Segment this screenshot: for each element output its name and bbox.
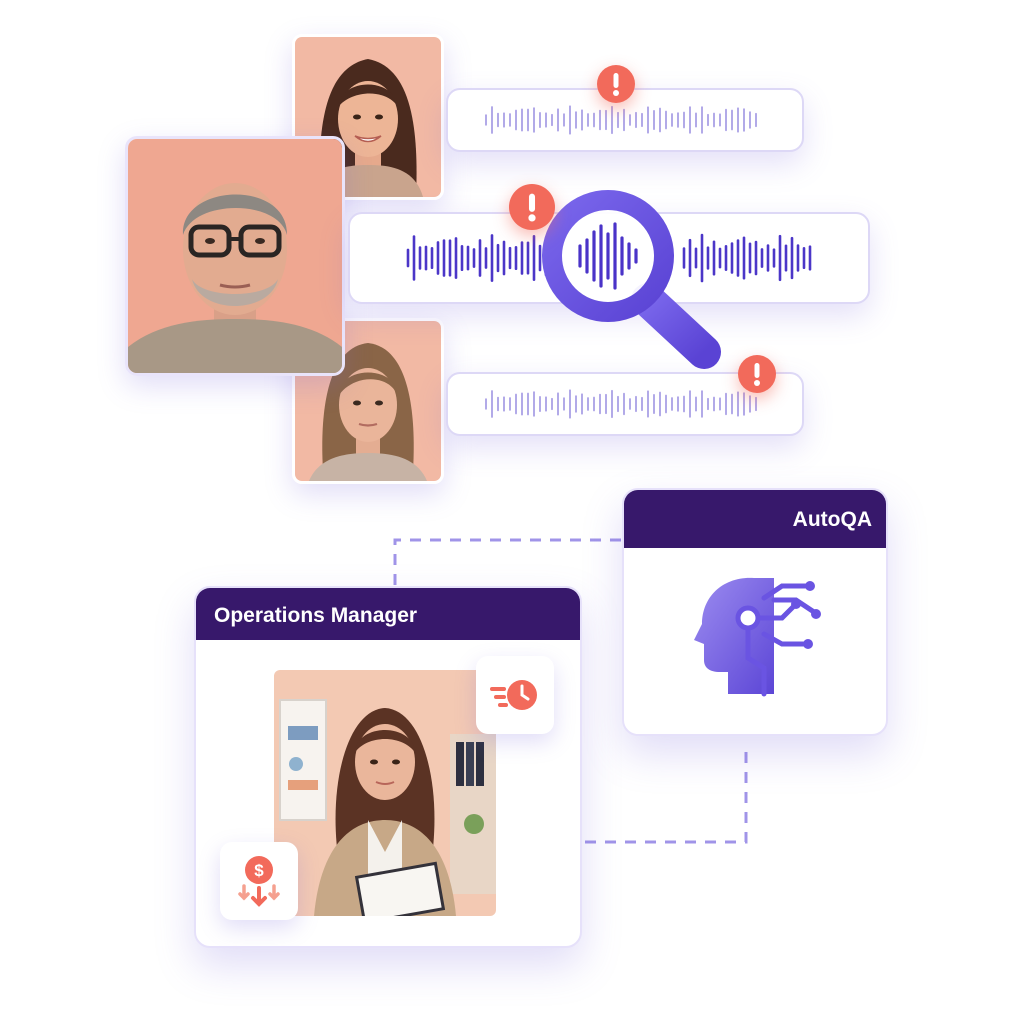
operations-manager-title: Operations Manager: [196, 588, 580, 640]
alert-badge-2: [509, 184, 555, 230]
exclamation-icon: [528, 193, 536, 222]
exclamation-icon: [613, 73, 619, 96]
speed-clock-tile: [476, 656, 554, 734]
fast-clock-icon: [490, 680, 537, 710]
magnifier-icon: [542, 190, 721, 369]
caller-photo-woman-smiling: [292, 34, 444, 200]
alert-badge-1: [597, 65, 635, 103]
exclamation-icon: [754, 363, 760, 386]
dollar-down-icon: $: [238, 856, 280, 907]
caller-photo-man-glasses: [125, 136, 345, 376]
alert-badge-3: [738, 355, 776, 393]
svg-text:$: $: [254, 861, 264, 880]
ai-head-circuit-icon: [694, 577, 821, 697]
manager-photo: [274, 670, 496, 916]
autoqa-title: AutoQA: [624, 490, 886, 548]
operations-manager-panel: Operations Manager: [194, 586, 582, 948]
autoqa-panel: AutoQA: [622, 488, 888, 736]
caller-photo-woman-neutral: [292, 318, 444, 484]
cost-reduction-tile: $: [220, 842, 298, 920]
